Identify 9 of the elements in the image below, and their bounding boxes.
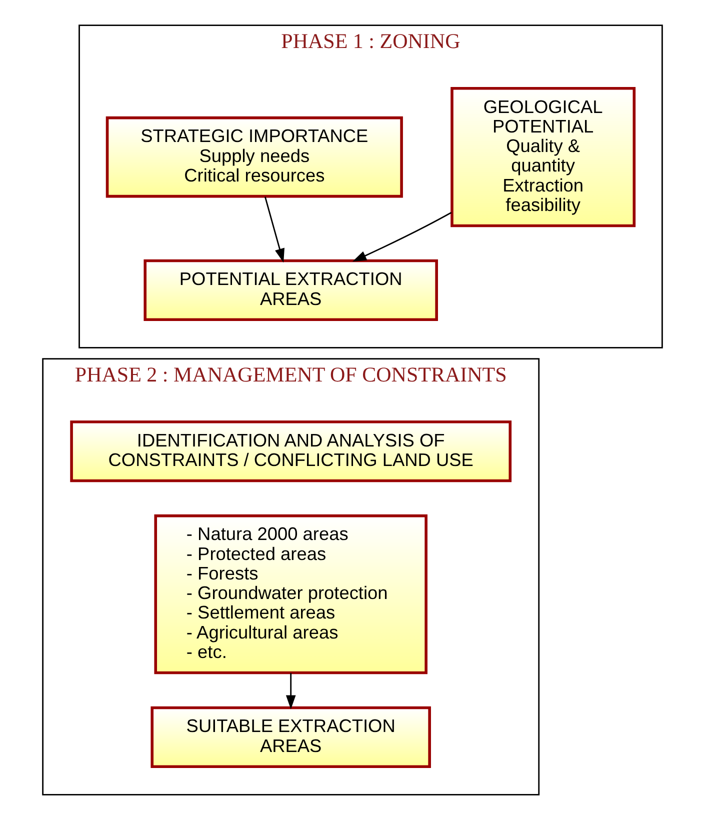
node-box: POTENTIAL EXTRACTION AREAS — [143, 259, 438, 322]
arrow — [352, 212, 452, 262]
arrow — [264, 196, 284, 263]
arrow — [285, 673, 296, 710]
node-box: STRATEGIC IMPORTANCE Supply needs Critical resources — [105, 116, 402, 198]
node-box: SUITABLE EXTRACTION AREAS — [150, 706, 430, 768]
node-box: GEOLOGICAL POTENTIAL Quality & quantity Extraction feasibility — [450, 87, 636, 228]
node-box: IDENTIFICATION AND ANALYSIS OF CONSTRAINTS / CONFLICTING LAND USE — [70, 420, 512, 482]
node-box: - Natura 2000 areas - Protected areas - Forests - Groundwater protection - Settlement areas - Agricultural areas - etc. — [154, 514, 427, 674]
